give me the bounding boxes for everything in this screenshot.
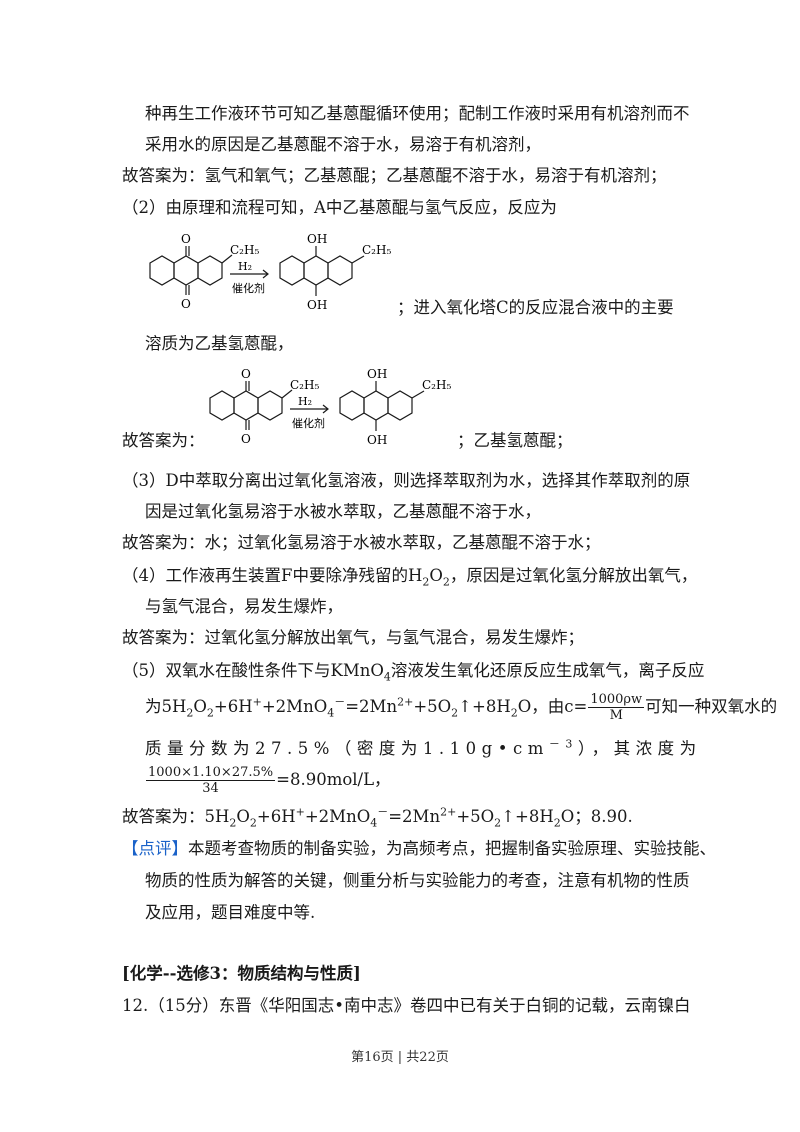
hydroxyl-label: OH — [367, 433, 387, 447]
text-line: ；进入氧化塔C的反应混合液中的主要 — [397, 298, 674, 317]
page-footer: 第16页 | 共22页 — [351, 1050, 449, 1065]
question-line: 12.（15分）东晋《华阳国志•南中志》卷四中已有关于白铜的记载，云南镍白 — [122, 996, 691, 1015]
text-line: 与氢气混合，易发生爆炸， — [145, 597, 343, 616]
hydroxyl-label: OH — [367, 367, 387, 381]
section-title: [化学--选修3：物质结构与性质] — [122, 964, 361, 983]
text-line: 物质的性质为解答的关键，侧重分析与实验能力的考查，注意有机物的性质 — [145, 871, 690, 890]
calculation-line: 1000×1.10×27.5%34=8.90mol/L， — [146, 765, 391, 796]
text-line: 及应用，题目难度中等. — [145, 903, 316, 922]
text-line: （2）由原理和流程可知，A中乙基蒽醌与氢气反应，反应为 — [122, 198, 557, 217]
equation-line: 为5H2O2+6H++2MnO4－=2Mn2++5O2↑+8H2O，由c=100… — [145, 692, 778, 723]
comment-tag: 【点评】 — [122, 839, 188, 858]
answer-line: 故答案为：过氧化氢分解放出氧气，与氢气混合，易发生爆炸； — [122, 628, 584, 647]
answer-line: 故答案为：氢气和氧气；乙基蒽醌；乙基蒽醌不溶于水，易溶于有机溶剂； — [122, 166, 667, 185]
ethyl-label: C₂H₅ — [422, 378, 451, 392]
ethyl-label: C₂H₅ — [290, 378, 319, 392]
oxygen-label: O — [241, 432, 251, 446]
text-line: 因是过氧化氢易溶于水被水萃取，乙基蒽醌不溶于水， — [145, 502, 541, 521]
ethyl-label: C₂H₅ — [230, 243, 259, 257]
catalyst-label: 催化剂 — [292, 416, 325, 430]
ethyl-label: C₂H₅ — [362, 243, 391, 257]
oxygen-label: O — [241, 367, 251, 381]
text-line: （3）D中萃取分离出过氧化氢溶液，则选择萃取剂为水，选择其作萃取剂的原 — [122, 471, 691, 490]
reaction-structure-2: O O C₂H₅ H₂ 催化剂 OH OH C₂H₅ — [209, 367, 451, 447]
hydroxyl-label: OH — [307, 298, 327, 312]
answer-line: 故答案为：水；过氧化氢易溶于水被水萃取，乙基蒽醌不溶于水； — [122, 533, 601, 552]
answer-line: 故答案为：5H2O2+6H++2MnO4－=2Mn2++5O2↑+8H2O；8.… — [122, 805, 633, 830]
text-line: 质量分数为27.5%（密度为1.10g•cm－3），其浓度为 — [145, 737, 702, 759]
text-line: 采用水的原因是乙基蒽醌不溶于水，易溶于有机溶剂， — [145, 135, 541, 154]
text-line: （4）工作液再生装置F中要除净残留的H2O2，原因是过氧化氢分解放出氧气， — [122, 566, 698, 589]
catalyst-label: 催化剂 — [232, 281, 265, 295]
reaction-structure-1: O O C₂H₅ H₂ 催化剂 OH OH C₂H₅ — [149, 232, 391, 312]
text-line: 溶质为乙基氢蒽醌， — [145, 334, 294, 353]
answer-label: 故答案为： — [122, 431, 205, 450]
answer-text: ；乙基氢蒽醌； — [457, 431, 573, 450]
calculation-fraction: 1000×1.10×27.5%34 — [146, 765, 276, 796]
text-line: （5）双氧水在酸性条件下与KMnO4溶液发生氧化还原反应生成氧气，离子反应 — [122, 661, 705, 684]
reagent-label: H₂ — [238, 260, 252, 273]
oxygen-label: O — [181, 297, 191, 311]
hydroxyl-label: OH — [307, 232, 327, 246]
text-line: 种再生工作液环节可知乙基蒽醌循环使用；配制工作液时采用有机溶剂而不 — [145, 104, 690, 123]
reagent-label: H₂ — [298, 395, 312, 408]
comment-line: 【点评】本题考查物质的制备实验，为高频考点，把握制备实验原理、实验技能、 — [122, 839, 716, 858]
oxygen-label: O — [181, 232, 191, 246]
